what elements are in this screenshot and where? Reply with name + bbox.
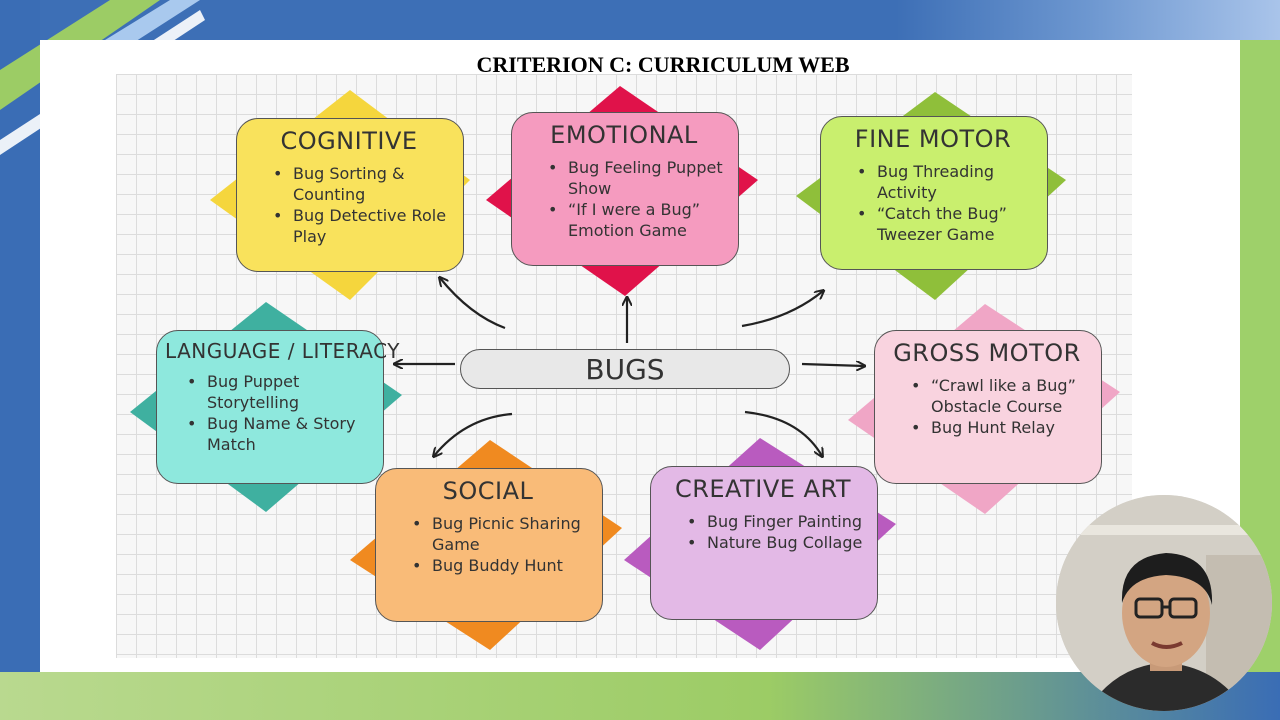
card-title: LANGUAGE / LITERACY: [165, 339, 400, 363]
presenter-avatar-icon: [1056, 495, 1272, 711]
card-creative-art: CREATIVE ART Bug Finger Painting Nature …: [650, 466, 878, 620]
card-cognitive: COGNITIVE Bug Sorting & Counting Bug Det…: [236, 118, 464, 272]
card-title: COGNITIVE: [280, 127, 418, 155]
arrow-to-social: [434, 412, 513, 456]
web-arrows: [395, 278, 864, 456]
slide-frame-top: [0, 0, 1280, 40]
activity-item: “Crawl like a Bug” Obstacle Course: [911, 375, 1087, 417]
activity-list: Bug Threading Activity “Catch the Bug” T…: [851, 161, 1033, 245]
slide-frame-bottom: [0, 672, 1280, 720]
activity-item: Bug Sorting & Counting: [273, 163, 449, 205]
activity-item: Bug Finger Painting: [687, 511, 863, 532]
arrow-to-creative-art: [744, 410, 822, 456]
card-title: GROSS MOTOR: [893, 339, 1081, 367]
activity-item: Bug Threading Activity: [857, 161, 1033, 203]
card-emotional: EMOTIONAL Bug Feeling Puppet Show “If I …: [511, 112, 739, 266]
activity-item: Bug Feeling Puppet Show: [548, 157, 724, 199]
activity-list: Bug Feeling Puppet Show “If I were a Bug…: [542, 157, 724, 241]
card-title: EMOTIONAL: [550, 121, 698, 149]
card-title: FINE MOTOR: [854, 125, 1012, 153]
activity-list: Bug Puppet Storytelling Bug Name & Story…: [181, 371, 369, 455]
arrow-to-cognitive: [440, 278, 506, 330]
activity-item: Bug Name & Story Match: [187, 413, 369, 455]
activity-item: “If I were a Bug” Emotion Game: [548, 199, 724, 241]
card-title: SOCIAL: [442, 477, 534, 505]
card-title: CREATIVE ART: [674, 475, 852, 503]
activity-item: Bug Detective Role Play: [273, 205, 449, 247]
activity-list: “Crawl like a Bug” Obstacle Course Bug H…: [905, 375, 1087, 438]
activity-item: Bug Picnic Sharing Game: [412, 513, 588, 555]
activity-list: Bug Picnic Sharing Game Bug Buddy Hunt: [406, 513, 588, 576]
card-fine-motor: FINE MOTOR Bug Threading Activity “Catch…: [820, 116, 1048, 270]
arrow-to-fine-motor: [741, 291, 823, 328]
arrow-to-gross-motor: [801, 364, 864, 366]
activity-list: Bug Sorting & Counting Bug Detective Rol…: [267, 163, 449, 247]
activity-item: Bug Hunt Relay: [911, 417, 1087, 438]
card-social: SOCIAL Bug Picnic Sharing Game Bug Buddy…: [375, 468, 603, 622]
activity-item: Bug Puppet Storytelling: [187, 371, 369, 413]
slide-title: CRITERION C: CURRICULUM WEB: [476, 52, 850, 77]
center-topic: BUGS: [460, 349, 790, 389]
activity-list: Bug Finger Painting Nature Bug Collage: [681, 511, 863, 553]
presenter-webcam: [1056, 495, 1272, 711]
activity-item: Nature Bug Collage: [687, 532, 863, 553]
activity-item: Bug Buddy Hunt: [412, 555, 588, 576]
card-language-literacy: LANGUAGE / LITERACY Bug Puppet Storytell…: [156, 330, 400, 484]
activity-item: “Catch the Bug” Tweezer Game: [857, 203, 1033, 245]
card-gross-motor: GROSS MOTOR “Crawl like a Bug” Obstacle …: [874, 330, 1102, 484]
